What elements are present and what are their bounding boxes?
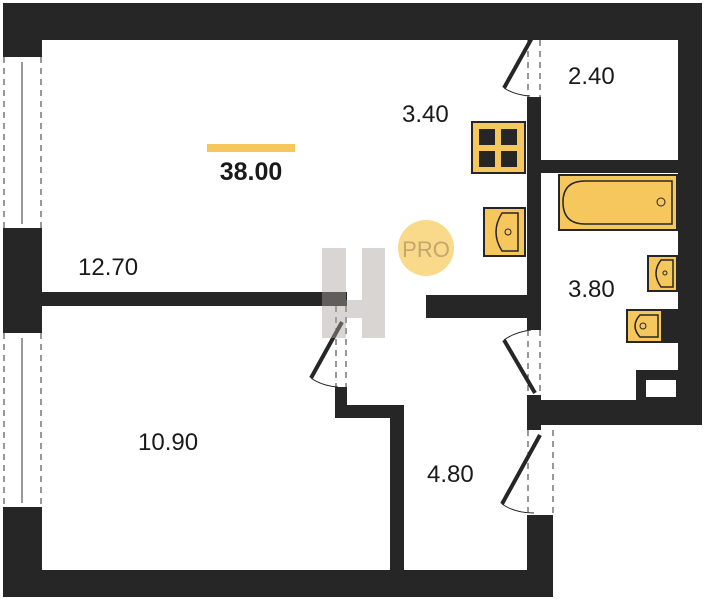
total-area-bar bbox=[207, 144, 295, 152]
bathroom-sink-icon bbox=[647, 255, 678, 292]
toilet-icon bbox=[626, 309, 678, 343]
door-bedroom bbox=[309, 306, 347, 388]
pro-badge-label: PRO bbox=[402, 237, 450, 262]
stove-icon bbox=[471, 121, 526, 174]
window-bottom bbox=[3, 328, 42, 512]
logo-watermark bbox=[322, 248, 385, 338]
total-area: 38.00 bbox=[220, 158, 283, 186]
entrance-door bbox=[500, 430, 554, 515]
walls bbox=[3, 3, 702, 597]
room-area-kitchen-zone: 3.40 bbox=[402, 101, 449, 128]
room-area-bathroom: 3.80 bbox=[568, 276, 615, 303]
window-top bbox=[3, 52, 42, 233]
room-area-kitchen-living: 12.70 bbox=[78, 254, 138, 281]
room-area-storage: 2.40 bbox=[568, 63, 615, 90]
door-storage bbox=[502, 35, 541, 97]
kitchen-sink-icon bbox=[483, 207, 526, 257]
room-area-bedroom: 10.90 bbox=[138, 429, 198, 456]
bathtub-icon bbox=[558, 174, 678, 231]
door-bathroom bbox=[502, 329, 541, 395]
room-area-hallway: 4.80 bbox=[427, 461, 474, 488]
pro-badge: PRO bbox=[398, 220, 454, 276]
